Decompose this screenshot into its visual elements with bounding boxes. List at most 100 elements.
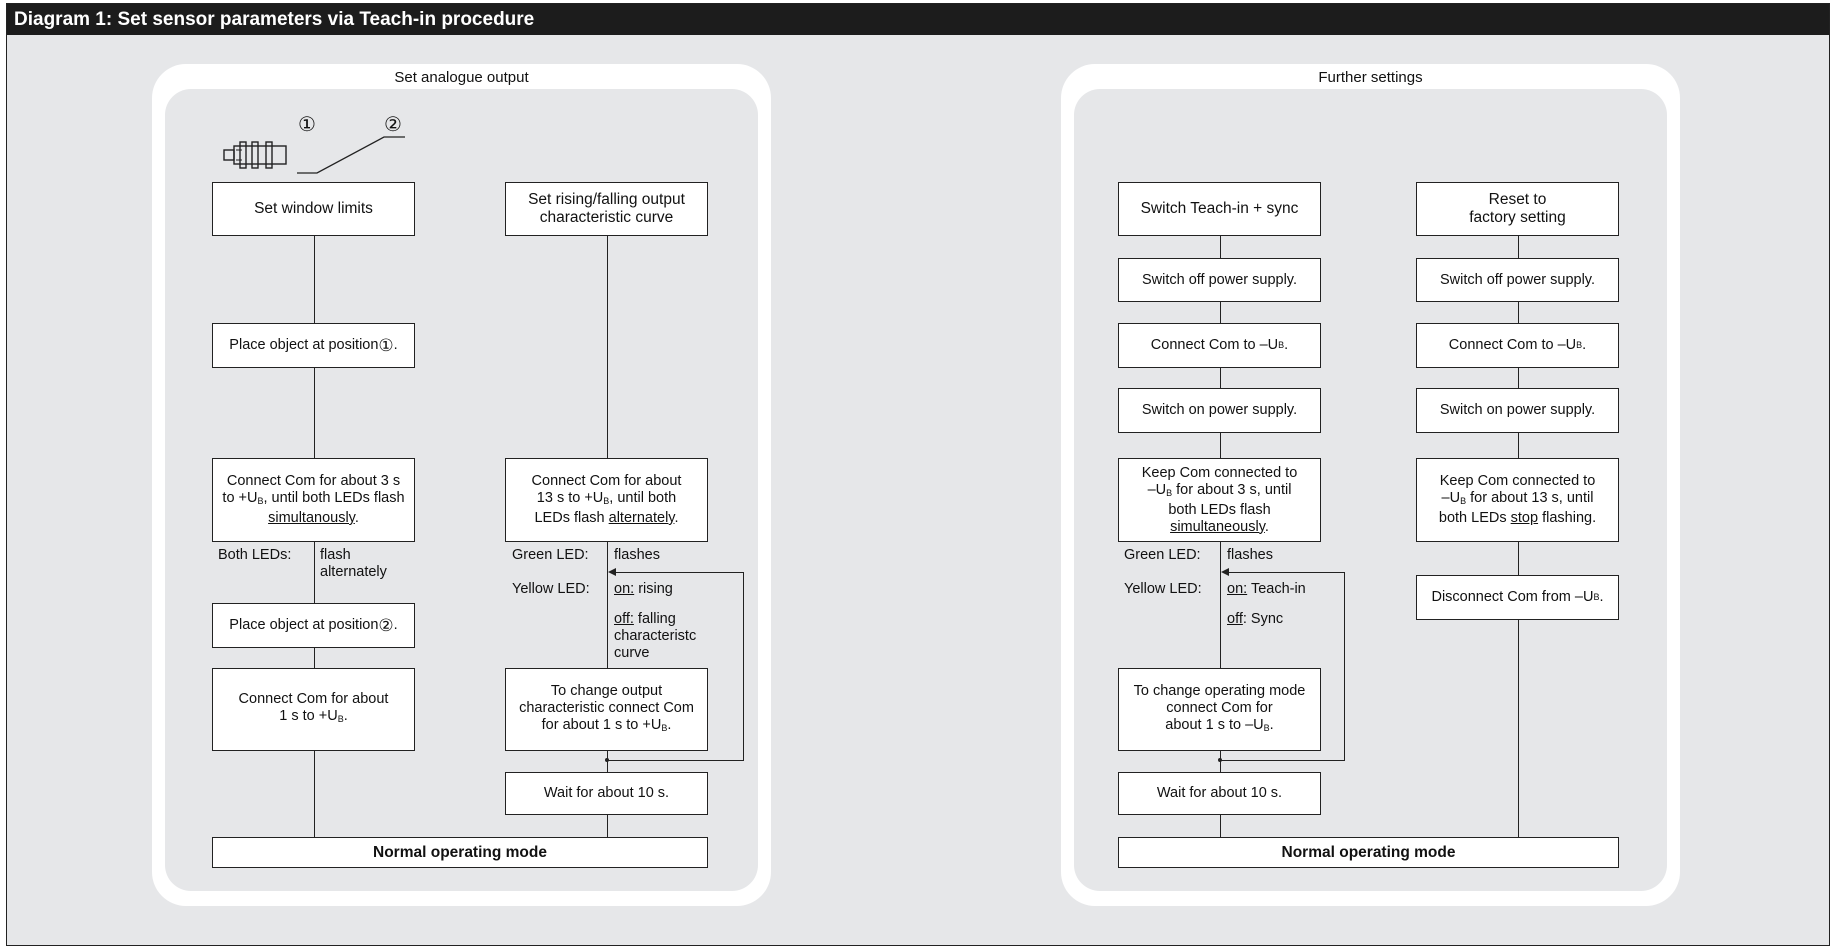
yellow-off-text-2: characteristc — [614, 628, 697, 644]
position-marker-1: ① — [298, 114, 316, 136]
loop-line — [1344, 572, 1345, 761]
line-b: characteristic connect Com — [519, 699, 694, 716]
period: . — [393, 337, 398, 353]
switch-off-power: Switch off power supply. — [1118, 258, 1321, 302]
yellow-led-label: Yellow LED: — [512, 581, 590, 597]
green-led-label: Green LED: — [512, 547, 589, 563]
position-2-mark: ② — [378, 616, 394, 635]
yellow-off-text-3: curve — [614, 645, 650, 661]
period: . — [393, 617, 398, 633]
keep-com-connected-13s: Keep Com connected to –UB for about 13 s… — [1416, 458, 1619, 542]
line-d: simultaneously. — [1170, 519, 1269, 536]
text: . — [1284, 337, 1289, 353]
left-panel-title: Set analogue output — [394, 69, 529, 86]
change-output-characteristic: To change output characteristic connect … — [505, 668, 708, 751]
green-led-value: flashes — [614, 547, 660, 563]
yellow-on-text: on: Teach-in — [1227, 581, 1306, 598]
switch-off-power: Switch off power supply. — [1416, 258, 1619, 302]
both-leds-label: Both LEDs: — [218, 547, 292, 563]
set-window-limits-header: Set window limits — [212, 182, 415, 236]
keep-com-connected-3s: Keep Com connected to –UB for about 3 s,… — [1118, 458, 1321, 542]
line-b: connect Com for — [1166, 699, 1273, 716]
text: Disconnect Com from –U — [1431, 589, 1594, 605]
text: flashing. — [1538, 510, 1597, 526]
line-b: 1 s to +UB. — [279, 708, 347, 728]
right-panel-title: Further settings — [1318, 69, 1423, 86]
line-a: To change operating mode — [1133, 682, 1306, 699]
reset-factory-setting-header: Reset to factory setting — [1416, 182, 1619, 236]
text: . — [343, 708, 348, 724]
text: Connect Com to –U — [1448, 337, 1577, 353]
green-led-label: Green LED: — [1124, 547, 1201, 563]
change-operating-mode: To change operating mode connect Com for… — [1118, 668, 1321, 751]
text: . — [1582, 337, 1587, 353]
junction-dot — [1218, 758, 1222, 762]
sub: B — [1593, 592, 1600, 602]
normal-operating-mode: Normal operating mode — [1118, 837, 1619, 868]
line-c: for about 1 s to +UB. — [542, 717, 672, 737]
text: rising — [634, 581, 673, 597]
text: –U — [1147, 481, 1167, 498]
line-a: To change output — [550, 682, 663, 699]
sub: B — [1166, 487, 1173, 498]
wait-10s: Wait for about 10 s. — [1118, 772, 1321, 815]
junction-dot — [605, 758, 609, 762]
normal-operating-mode: Normal operating mode — [212, 837, 708, 868]
loop-line — [616, 572, 744, 573]
sub: B — [1278, 340, 1285, 350]
line-c: simultanously. — [268, 510, 359, 527]
text: on: — [614, 581, 635, 597]
text: –U — [1441, 490, 1461, 506]
loop-arrow-icon — [608, 568, 616, 576]
connect-com-13s: Connect Com for about 13 s to +UB, until… — [505, 458, 708, 542]
text: 13 s to +U — [536, 490, 604, 506]
green-led-value: flashes — [1227, 547, 1273, 563]
sensor-icon — [223, 141, 287, 169]
text: on: — [1227, 581, 1248, 597]
text: LEDs flash — [534, 510, 609, 526]
line-a: Keep Com connected to — [1439, 473, 1596, 489]
line-a: Reset to — [1488, 191, 1547, 208]
line-b: to +UB, until both LEDs flash — [222, 490, 404, 510]
sub: B — [1576, 340, 1583, 350]
switch-on-power: Switch on power supply. — [1118, 388, 1321, 433]
text: . — [1269, 716, 1274, 733]
line-c: about 1 s to –UB. — [1165, 717, 1273, 737]
sub: B — [1263, 722, 1270, 733]
sub: B — [1460, 496, 1467, 506]
text: . — [1264, 518, 1269, 535]
loop-line — [743, 572, 744, 761]
loop-line — [1229, 572, 1345, 573]
loop-arrow-icon — [1221, 568, 1229, 576]
text: falling — [633, 611, 676, 627]
connect-com-1s: Connect Com for about 1 s to +UB. — [212, 668, 415, 751]
text: Teach-in — [1247, 581, 1306, 597]
sub: B — [661, 722, 668, 733]
line-a: Keep Com connected to — [1141, 464, 1298, 481]
text: . — [674, 510, 679, 526]
line-a: Connect Com for about — [238, 691, 389, 707]
line-a: Connect Com for about 3 s — [226, 473, 401, 489]
line-c: LEDs flash alternately. — [534, 510, 678, 527]
sub: B — [603, 496, 610, 506]
diagram-title: Diagram 1: Set sensor parameters via Tea… — [7, 4, 1829, 35]
text: to +U — [222, 490, 258, 506]
yellow-off-text: off: falling — [614, 611, 676, 628]
text: simultanously — [268, 510, 355, 526]
step-text: Place object at position — [229, 617, 379, 633]
line-b: –UB for about 3 s, until — [1148, 482, 1292, 502]
sub: B — [257, 496, 264, 506]
text: off — [1227, 611, 1243, 627]
switch-teach-in-sync-header: Switch Teach-in + sync — [1118, 182, 1321, 236]
text: off: — [614, 611, 634, 627]
both-leds-value-2: alternately — [320, 564, 387, 580]
step-text: Place object at position — [229, 337, 379, 353]
switch-on-power: Switch on power supply. — [1416, 388, 1619, 433]
text: for about 13 s, until — [1466, 490, 1594, 506]
text: for about 1 s to +U — [541, 716, 662, 733]
text: both LEDs — [1438, 510, 1511, 526]
